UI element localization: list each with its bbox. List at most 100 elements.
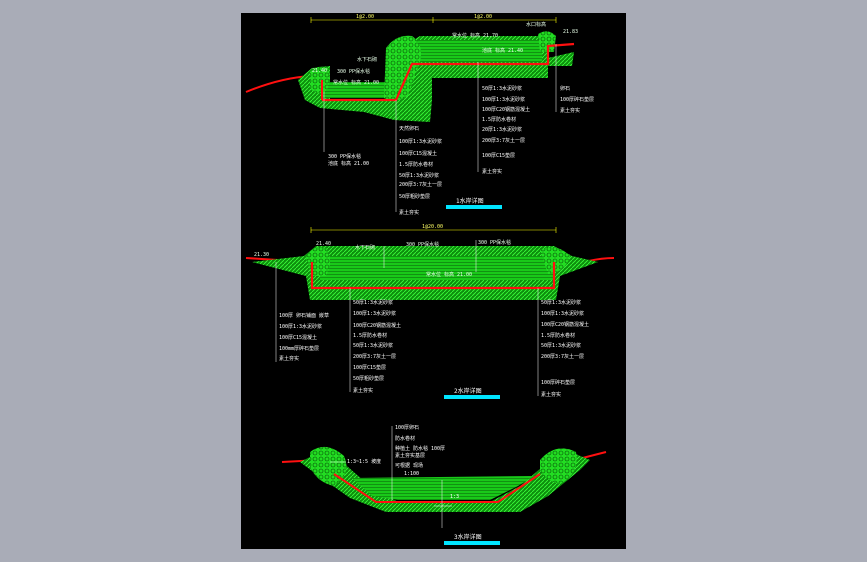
center-layer-list: 50厚1:3水泥砂浆 100厚1:3水泥砂浆 100厚C20钢筋混凝土 1.5厚… <box>353 299 401 394</box>
rock-feature <box>310 66 330 94</box>
layer-label: 素土夯实 <box>482 168 502 175</box>
label-c: 300 PP保水毯 <box>478 239 511 246</box>
layer-label: 200厚3:7灰土一层 <box>399 181 442 188</box>
layer-label: 100厚卵石 <box>395 424 419 431</box>
layer-label: 200厚3:7灰土一层 <box>541 353 584 360</box>
layer-label: 素土夯实 <box>399 209 419 216</box>
layer-label: 100厚1:3水泥砂浆 <box>482 96 525 103</box>
water-body <box>352 476 534 500</box>
level-top-right: 21.83 <box>563 29 578 35</box>
detail-3-labels: 100厚卵石 防水卷材 种植土 防水毯 100厚 素土夯实基层 可根据 现场 <box>395 424 445 469</box>
water-body <box>418 40 542 62</box>
left-note: 300 PP保水毯 池底 标高 21.00 <box>328 153 369 167</box>
leader-lines <box>275 240 539 396</box>
dimension-line-2 <box>310 227 557 233</box>
label-top-right: 水口标高 <box>526 21 546 28</box>
layer-label: 可根据 现场 <box>395 462 423 469</box>
layer-label: 200厚3:7灰土一层 <box>482 137 525 144</box>
layer-label: 200厚3:7灰土一层 <box>353 353 396 360</box>
layer-label: 100厚1:3水泥砂浆 <box>541 310 584 317</box>
dimension-label: 1@20.00 <box>422 224 443 230</box>
level-right: 21.30 <box>254 252 269 258</box>
water-level-upper: 常水位 标高 21.70 <box>452 32 498 39</box>
layer-label: 50厚1:3水泥砂浆 <box>541 299 581 306</box>
layer-label: 100厚1:3水泥砂浆 <box>399 138 442 145</box>
layer-label: 素土夯实基层 <box>395 452 425 459</box>
leader-lines <box>323 44 557 212</box>
detail-title: 2水岸详图 <box>454 387 482 395</box>
layer-label: 100厚碎石垫层 <box>560 96 594 103</box>
level-left: 21.40 <box>316 241 331 247</box>
layer-label: 1.5厚防水卷材 <box>541 332 575 339</box>
layer-label: 50厚1:3水泥砂浆 <box>353 342 393 349</box>
rock-feature <box>384 35 421 101</box>
note-line: 300 PP保水毯 <box>328 153 361 160</box>
waterproof-liner <box>322 42 575 102</box>
scale-label: 1:100 <box>404 471 419 477</box>
detail-title: 3水岸详图 <box>454 533 482 541</box>
layer-label: 50厚1:3水泥砂浆 <box>482 85 522 92</box>
layer-label: 100厚碎石垫层 <box>541 379 575 386</box>
layer-label: 20厚1:3水泥砂浆 <box>482 126 522 133</box>
water-body <box>320 256 554 280</box>
water-level: 常水位 标高 21.00 <box>426 271 472 278</box>
water-body <box>322 82 398 98</box>
center-layer-list: 天然卵石 100厚1:3水泥砂浆 100厚C15混凝土 1.5厚防水卷材 50厚… <box>399 125 442 216</box>
layer-label: 50厚1:3水泥砂浆 <box>399 172 439 179</box>
layer-label: 50厚1:3水泥砂浆 <box>541 342 581 349</box>
dimension-label: 1@2.00 <box>474 14 492 20</box>
layer-label: 100厚1:3水泥砂浆 <box>353 310 396 317</box>
detail-3: 100厚卵石 防水卷材 种植土 防水毯 100厚 素土夯实基层 可根据 现场 1… <box>281 424 607 545</box>
layer-label: 100厚C20钢筋混凝土 <box>353 322 401 329</box>
detail-2: 1@20.00 21.40 21.30 水下石砌 300 PP保水毯 300 P… <box>245 224 615 399</box>
leader-lines <box>330 426 452 528</box>
dimension-line-1 <box>310 17 557 23</box>
layer-label: 素土夯实 <box>560 107 580 114</box>
right-layer-list: 50厚1:3水泥砂浆 100厚1:3水泥砂浆 100厚C20钢筋混凝土 1.5厚… <box>541 299 589 398</box>
waterproof-liner <box>333 473 541 503</box>
layer-label: 50厚1:3水泥砂浆 <box>353 299 393 306</box>
layer-label: 100厚C15混凝土 <box>399 150 437 157</box>
title-bar <box>444 395 500 399</box>
rock-feature <box>540 448 577 484</box>
layer-label: 素土夯实 <box>353 387 373 394</box>
slope-left-label: 1:3~1:5 坡度 <box>347 458 381 465</box>
title-bar <box>446 205 502 209</box>
note-line: 池底 标高 21.00 <box>328 160 369 167</box>
title-bar <box>444 541 500 545</box>
left-layer-list: 100厚 卵石铺面 嵌草 100厚1:3水泥砂浆 100厚C15混凝土 100m… <box>279 312 329 362</box>
layer-label: 防水卷材 <box>395 435 415 442</box>
layer-label: 天然卵石 <box>399 125 419 132</box>
layer-label: 100厚1:3水泥砂浆 <box>279 323 322 330</box>
detail-title: 1水岸详图 <box>456 197 484 205</box>
level-left: 21.40 <box>312 68 327 74</box>
layer-label: 50厚粗砂垫层 <box>353 375 384 382</box>
waterproof-liner <box>310 262 556 290</box>
layer-label: 卵石 <box>560 85 570 92</box>
label-waterfall-2: 300 PP保水毯 <box>337 68 370 75</box>
layer-label: 100mm厚碎石垫层 <box>279 345 319 352</box>
layer-label: 1.5厚防水卷材 <box>399 161 433 168</box>
right-side-list: 卵石 100厚碎石垫层 素土夯实 <box>560 85 594 114</box>
layer-label: 100厚 卵石铺面 嵌草 <box>279 312 329 319</box>
rock-feature <box>540 247 570 274</box>
dimension-label: 1@2.00 <box>356 14 374 20</box>
label-a: 水下石砌 <box>355 244 375 251</box>
label-waterfall: 水下石砌 <box>357 56 377 63</box>
layer-label: 100厚C20钢筋混凝土 <box>541 321 589 328</box>
layer-label: 1.5厚防水卷材 <box>482 116 516 123</box>
layer-label: 1.5厚防水卷材 <box>353 332 387 339</box>
layer-label: 100厚C20钢筋混凝土 <box>482 106 530 113</box>
slope-right-label: 1:3 <box>450 494 459 500</box>
layer-label: 100厚C15垫层 <box>353 364 386 371</box>
layer-label: 素土夯实 <box>541 391 561 398</box>
detail-1: 1@2.00 1@2.00 水下石砌 300 PP保水毯 常水位 标高 21.0… <box>245 14 594 216</box>
water-level-lower: 常水位 标高 21.00 <box>333 79 379 86</box>
water-level-mid: 池底 标高 21.40 <box>482 47 523 54</box>
layer-label: 100厚C15混凝土 <box>279 334 317 341</box>
earth-section <box>300 450 590 512</box>
layer-label: 100厚C15垫层 <box>482 152 515 159</box>
label-b: 300 PP保水毯 <box>406 241 439 248</box>
rock-feature <box>538 31 556 52</box>
